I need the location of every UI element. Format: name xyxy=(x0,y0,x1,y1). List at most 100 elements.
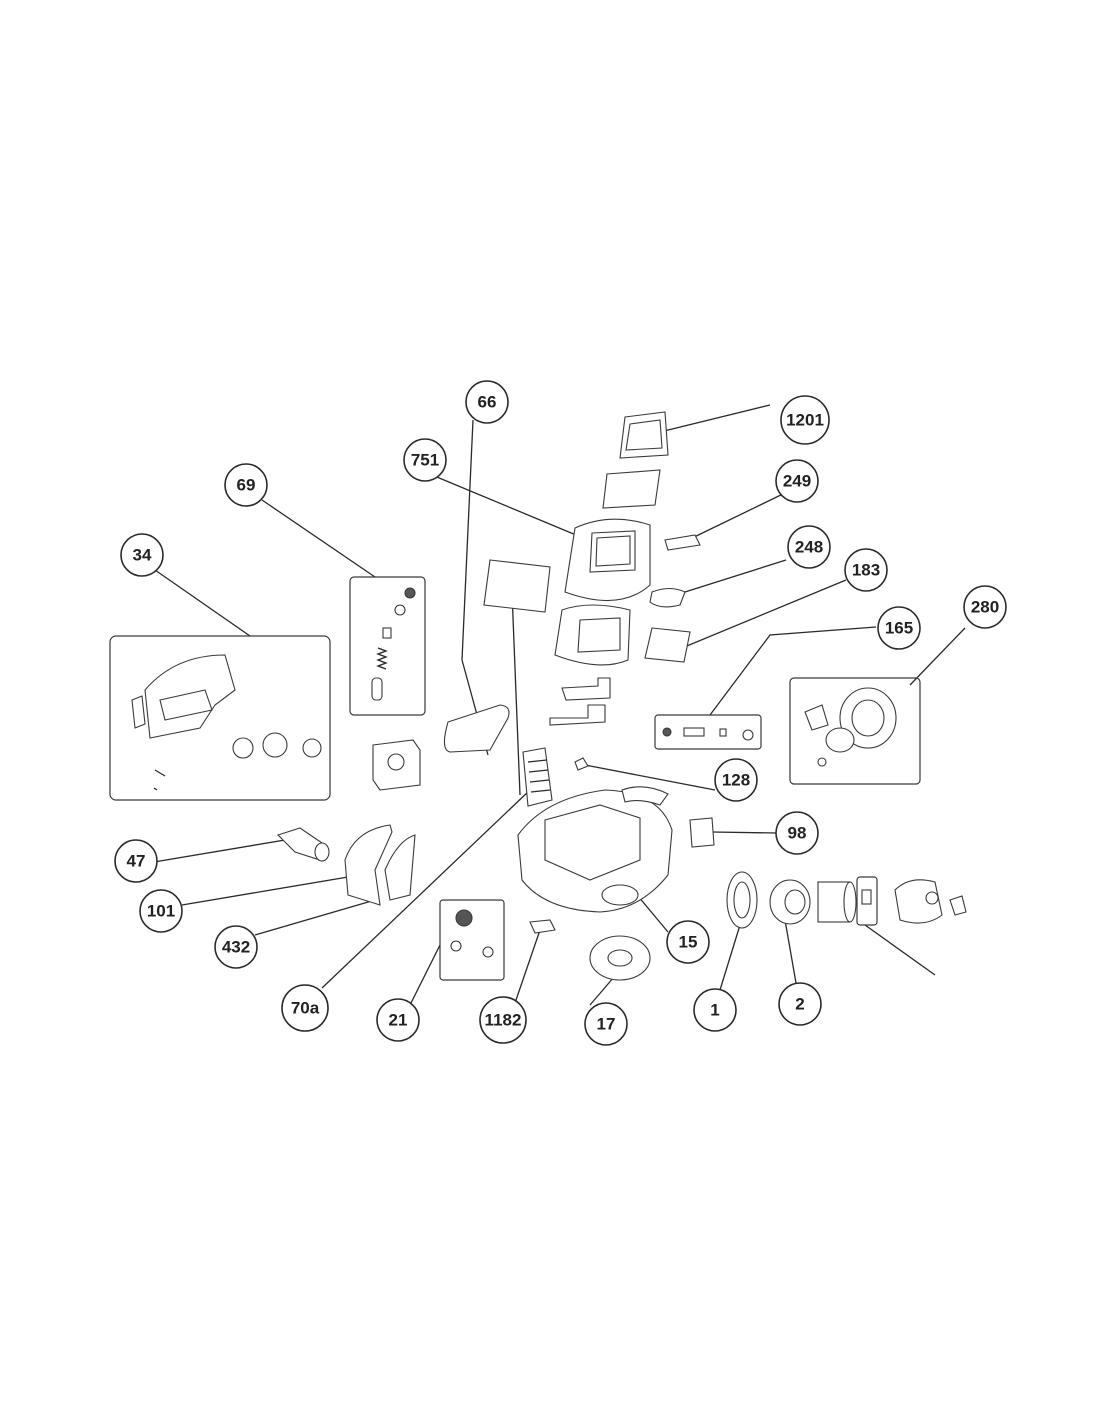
group-box-165 xyxy=(654,714,762,750)
part-34-front-assembly xyxy=(131,654,322,791)
callout-183-label: 183 xyxy=(852,561,880,580)
callout-165: 165 xyxy=(877,606,921,650)
leader-47 xyxy=(153,839,286,863)
part-1201-cover xyxy=(619,411,669,459)
callout-183: 183 xyxy=(844,548,888,592)
callout-1-label: 1 xyxy=(710,1001,719,1020)
callout-248: 248 xyxy=(787,525,831,569)
callout-70a-label: 70a xyxy=(291,999,320,1018)
callout-248-label: 248 xyxy=(795,538,823,557)
part-249-latch xyxy=(664,534,701,551)
callout-128-label: 128 xyxy=(722,771,750,790)
callout-69-label: 69 xyxy=(237,476,256,495)
leader-66 xyxy=(461,419,474,661)
callout-69: 69 xyxy=(224,463,268,507)
leader-751 xyxy=(431,474,589,541)
part-280-cable-reel xyxy=(804,687,897,767)
leader-248 xyxy=(684,559,787,593)
part-21-kit xyxy=(450,909,494,958)
callout-1182: 1182 xyxy=(479,996,527,1044)
group-box-280 xyxy=(789,677,921,785)
leader-249 xyxy=(687,492,786,541)
part-gasket-lower xyxy=(549,704,606,726)
part-98-bracket xyxy=(689,817,715,848)
part-rear-housing xyxy=(894,879,943,924)
callout-280-label: 280 xyxy=(971,598,999,617)
callout-1182-label: 1182 xyxy=(485,1011,522,1030)
callout-21: 21 xyxy=(376,998,420,1042)
callout-15-label: 15 xyxy=(679,933,698,952)
callout-47-label: 47 xyxy=(127,852,146,871)
callout-70a: 70a xyxy=(281,984,329,1032)
leader-lines xyxy=(153,404,966,1006)
part-1182-pedal xyxy=(529,919,556,934)
part-248-button xyxy=(649,587,686,608)
parts xyxy=(131,411,967,981)
leader-1 xyxy=(719,924,741,991)
callout-98-label: 98 xyxy=(788,824,807,843)
part-15-body xyxy=(517,786,673,913)
part-47-hose-inlet xyxy=(276,827,330,862)
part-cylinder xyxy=(817,881,857,923)
group-box-34 xyxy=(109,635,331,801)
leader-98 xyxy=(711,831,777,834)
callout-34-label: 34 xyxy=(133,546,152,565)
leader-183 xyxy=(681,579,847,649)
callout-1201: 1201 xyxy=(780,395,830,445)
callout-432: 432 xyxy=(214,925,258,969)
group-box-21 xyxy=(439,899,505,981)
part-2-motor xyxy=(769,879,811,925)
callout-34: 34 xyxy=(120,533,164,577)
part-101-front-panel xyxy=(344,824,393,906)
part-filter-pad xyxy=(483,559,551,613)
callout-128: 128 xyxy=(714,758,758,802)
callout-249: 249 xyxy=(775,459,819,503)
callout-21-label: 21 xyxy=(389,1011,408,1030)
callout-17: 17 xyxy=(584,1002,628,1046)
part-gasket-upper xyxy=(561,677,611,701)
part-17-wheel xyxy=(589,935,651,981)
leader-280 xyxy=(909,627,966,686)
callout-249-label: 249 xyxy=(783,472,811,491)
part-183-filter xyxy=(644,627,691,663)
part-165-kit xyxy=(662,727,754,741)
part-filter-cap xyxy=(861,889,872,905)
leader-1182 xyxy=(514,929,541,1004)
leader-70a xyxy=(321,789,531,989)
part-end-cap xyxy=(949,895,967,916)
leader-70a-b xyxy=(511,591,521,796)
callout-17-label: 17 xyxy=(597,1015,616,1034)
leader-1201 xyxy=(659,404,771,433)
callout-751: 751 xyxy=(403,438,447,482)
leader-34 xyxy=(154,569,251,637)
callout-47: 47 xyxy=(114,839,158,883)
part-1-ring xyxy=(726,871,758,929)
leader-432 xyxy=(254,899,376,936)
group-box-filter-cap xyxy=(856,876,878,926)
leader-21 xyxy=(409,944,441,1006)
callout-101: 101 xyxy=(139,889,183,933)
callout-98: 98 xyxy=(775,811,819,855)
leader-128 xyxy=(584,764,716,791)
callout-432-label: 432 xyxy=(222,938,250,957)
callout-165-label: 165 xyxy=(885,619,913,638)
part-foam-block xyxy=(372,739,421,791)
part-432-side-panel xyxy=(384,834,416,901)
leader-69 xyxy=(261,499,376,578)
part-66-frame xyxy=(443,704,510,753)
callout-66: 66 xyxy=(465,380,509,424)
callout-1: 1 xyxy=(693,988,737,1032)
callout-2-label: 2 xyxy=(795,995,804,1014)
callout-101-label: 101 xyxy=(147,902,175,921)
callout-2: 2 xyxy=(778,982,822,1026)
part-128-clip xyxy=(574,757,589,771)
group-box-69 xyxy=(349,576,426,716)
callouts: 66 1201 751 69 249 248 183 34 280 165 12… xyxy=(114,380,1007,1046)
callout-280: 280 xyxy=(963,585,1007,629)
leader-2 xyxy=(784,919,797,984)
part-751-housing xyxy=(564,518,651,602)
part-69-spring-kit xyxy=(371,587,416,701)
part-70a-grille xyxy=(522,747,553,807)
leader-filter-cap xyxy=(864,924,936,976)
